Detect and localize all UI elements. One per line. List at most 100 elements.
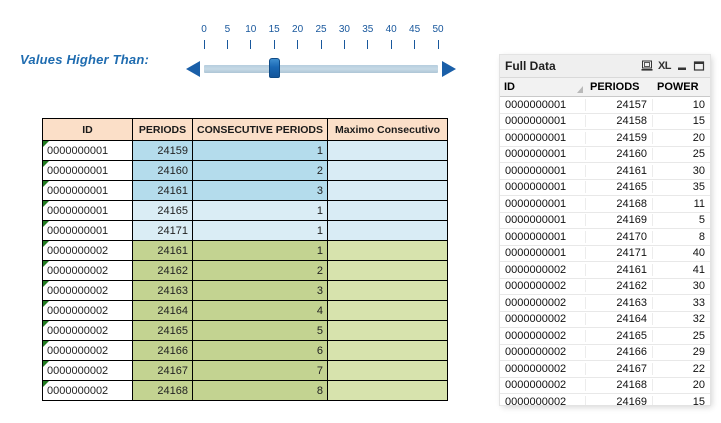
cell-consecutive-periods[interactable]: 7 — [191, 360, 329, 381]
cell-periods[interactable]: 24166 — [132, 340, 193, 361]
cell-consecutive-periods[interactable]: 2 — [191, 260, 329, 281]
cell-id[interactable]: 0000000002 — [42, 300, 133, 321]
cell-id[interactable]: 0000000001 — [42, 200, 133, 221]
cell-maximo-consecutivo[interactable] — [327, 340, 449, 361]
minimize-icon[interactable] — [676, 60, 688, 72]
cell-maximo-consecutivo[interactable] — [327, 160, 449, 181]
slider-track-row[interactable] — [186, 58, 456, 80]
arrow-right-icon[interactable] — [442, 61, 456, 77]
cell-maximo-consecutivo[interactable] — [327, 140, 449, 161]
fd-cell-id: 0000000001 — [500, 197, 586, 210]
cell-periods[interactable]: 24159 — [132, 140, 193, 161]
cell-consecutive-periods[interactable]: 8 — [191, 380, 329, 401]
arrow-left-icon[interactable] — [186, 61, 200, 77]
cell-maximo-consecutivo[interactable] — [327, 280, 449, 301]
cell-periods[interactable]: 24164 — [132, 300, 193, 321]
cell-consecutive-periods[interactable]: 3 — [191, 280, 329, 301]
cell-maximo-consecutivo[interactable] — [327, 300, 449, 321]
slider-track[interactable] — [204, 65, 438, 73]
cell-maximo-consecutivo[interactable] — [327, 180, 449, 201]
cell-periods[interactable]: 24160 — [132, 160, 193, 181]
fd-header-id[interactable]: ID — [500, 81, 586, 93]
cell-id[interactable]: 0000000002 — [42, 380, 133, 401]
cell-consecutive-periods[interactable]: 1 — [191, 220, 329, 241]
cell-consecutive-periods[interactable]: 1 — [191, 200, 329, 221]
cell-maximo-consecutivo[interactable] — [327, 200, 449, 221]
cell-id[interactable]: 0000000002 — [42, 280, 133, 301]
slider-thumb[interactable] — [269, 58, 281, 78]
cell-consecutive-periods[interactable]: 1 — [191, 140, 329, 161]
cell-periods[interactable]: 24161 — [132, 180, 193, 201]
cell-periods[interactable]: 24165 — [132, 320, 193, 341]
cell-id[interactable]: 0000000001 — [42, 220, 133, 241]
cell-consecutive-periods[interactable]: 4 — [191, 300, 329, 321]
cell-periods[interactable]: 24165 — [132, 200, 193, 221]
cell-periods[interactable]: 24167 — [132, 360, 193, 381]
cell-consecutive-periods[interactable]: 5 — [191, 320, 329, 341]
maximize-icon[interactable] — [693, 60, 705, 72]
fd-cell-id: 0000000001 — [500, 164, 586, 177]
cell-consecutive-periods[interactable]: 2 — [191, 160, 329, 181]
cell-maximo-consecutivo[interactable] — [327, 260, 449, 281]
cell-periods[interactable]: 24161 — [132, 240, 193, 261]
cell-periods[interactable]: 24171 — [132, 220, 193, 241]
cell-maximo-consecutivo[interactable] — [327, 320, 449, 341]
cell-consecutive-periods[interactable]: 6 — [191, 340, 329, 361]
cell-id[interactable]: 0000000002 — [42, 340, 133, 361]
cell-id[interactable]: 0000000002 — [42, 260, 133, 281]
cell-id[interactable]: 0000000001 — [42, 160, 133, 181]
cell-periods[interactable]: 24168 — [132, 380, 193, 401]
fd-header-periods[interactable]: PERIODS — [590, 81, 640, 93]
cell-id[interactable]: 0000000002 — [42, 320, 133, 341]
excel-export-icon[interactable]: XL — [657, 59, 672, 72]
cell-maximo-consecutivo[interactable] — [327, 380, 449, 401]
cell-id[interactable]: 0000000002 — [42, 240, 133, 261]
cell-id[interactable]: 0000000001 — [42, 180, 133, 201]
cell-periods[interactable]: 24163 — [132, 280, 193, 301]
fd-header-power[interactable]: POWER — [657, 81, 699, 93]
cell-id[interactable]: 0000000001 — [42, 140, 133, 161]
cell-maximo-consecutivo[interactable] — [327, 360, 449, 381]
cell-id[interactable]: 0000000002 — [42, 360, 133, 381]
cell-maximo-consecutivo[interactable] — [327, 220, 449, 241]
cell-consecutive-periods[interactable]: 1 — [191, 240, 329, 261]
print-icon[interactable] — [641, 60, 653, 72]
cell-periods[interactable]: 24162 — [132, 260, 193, 281]
cell-maximo-consecutivo[interactable] — [327, 240, 449, 261]
cell-consecutive-periods[interactable]: 3 — [191, 180, 329, 201]
